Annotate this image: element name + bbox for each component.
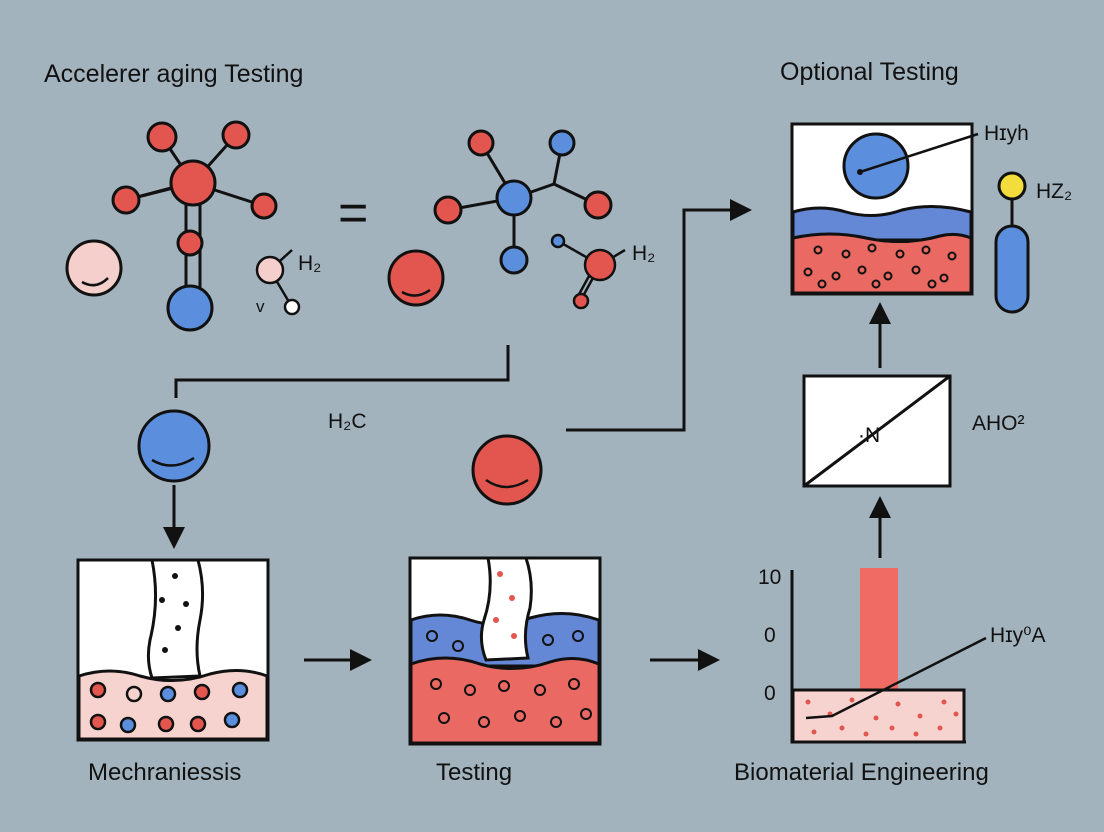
- small-molecule-right-icon: [550, 233, 626, 310]
- blue-sphere-icon: [137, 409, 211, 483]
- optional-testing-box-icon: [790, 122, 979, 296]
- h2-left-label: H₂: [298, 252, 321, 275]
- title-left: Accelerer aging Testing: [44, 60, 303, 88]
- beaker-testing-icon: [408, 556, 602, 746]
- hiyh-label: Hɪyh: [984, 122, 1029, 145]
- axis-tick-10: 10: [758, 566, 781, 589]
- small-molecule-left-icon: [255, 249, 301, 316]
- probe-icon: [994, 171, 1030, 314]
- h2-right-label: H₂: [632, 242, 655, 265]
- title-right: Optional Testing: [780, 58, 959, 86]
- caption-mechraniessis: Mechraniessis: [88, 759, 241, 786]
- n-box-label: ·N: [858, 424, 880, 447]
- axis-tick-0-upper: 0: [764, 624, 776, 647]
- h2c-label: H₂C: [328, 410, 366, 433]
- bar-plot-icon: [790, 568, 987, 744]
- aho2-label: AHO²: [972, 412, 1025, 435]
- arrow-to-top-box: [566, 199, 752, 432]
- pink-sphere-icon: [65, 239, 123, 297]
- equals-sign: =: [338, 184, 368, 242]
- red-sphere-top-icon: [387, 249, 445, 307]
- red-sphere-middle-icon: [471, 434, 543, 506]
- hiy0a-label: Hɪy⁰A: [990, 624, 1046, 647]
- v-mark-label: v: [256, 297, 265, 316]
- connector-line: [174, 345, 510, 398]
- molecule-2-icon: [433, 129, 613, 275]
- caption-testing: Testing: [436, 759, 512, 786]
- axis-tick-0-lower: 0: [764, 682, 776, 705]
- caption-biomaterial: Biomaterial Engineering: [734, 759, 989, 786]
- hz2-label: HZ₂: [1036, 180, 1072, 203]
- molecule-1-icon: [111, 120, 278, 332]
- beaker-mechraniessis-icon: [76, 558, 270, 742]
- n-box-icon: [802, 374, 952, 488]
